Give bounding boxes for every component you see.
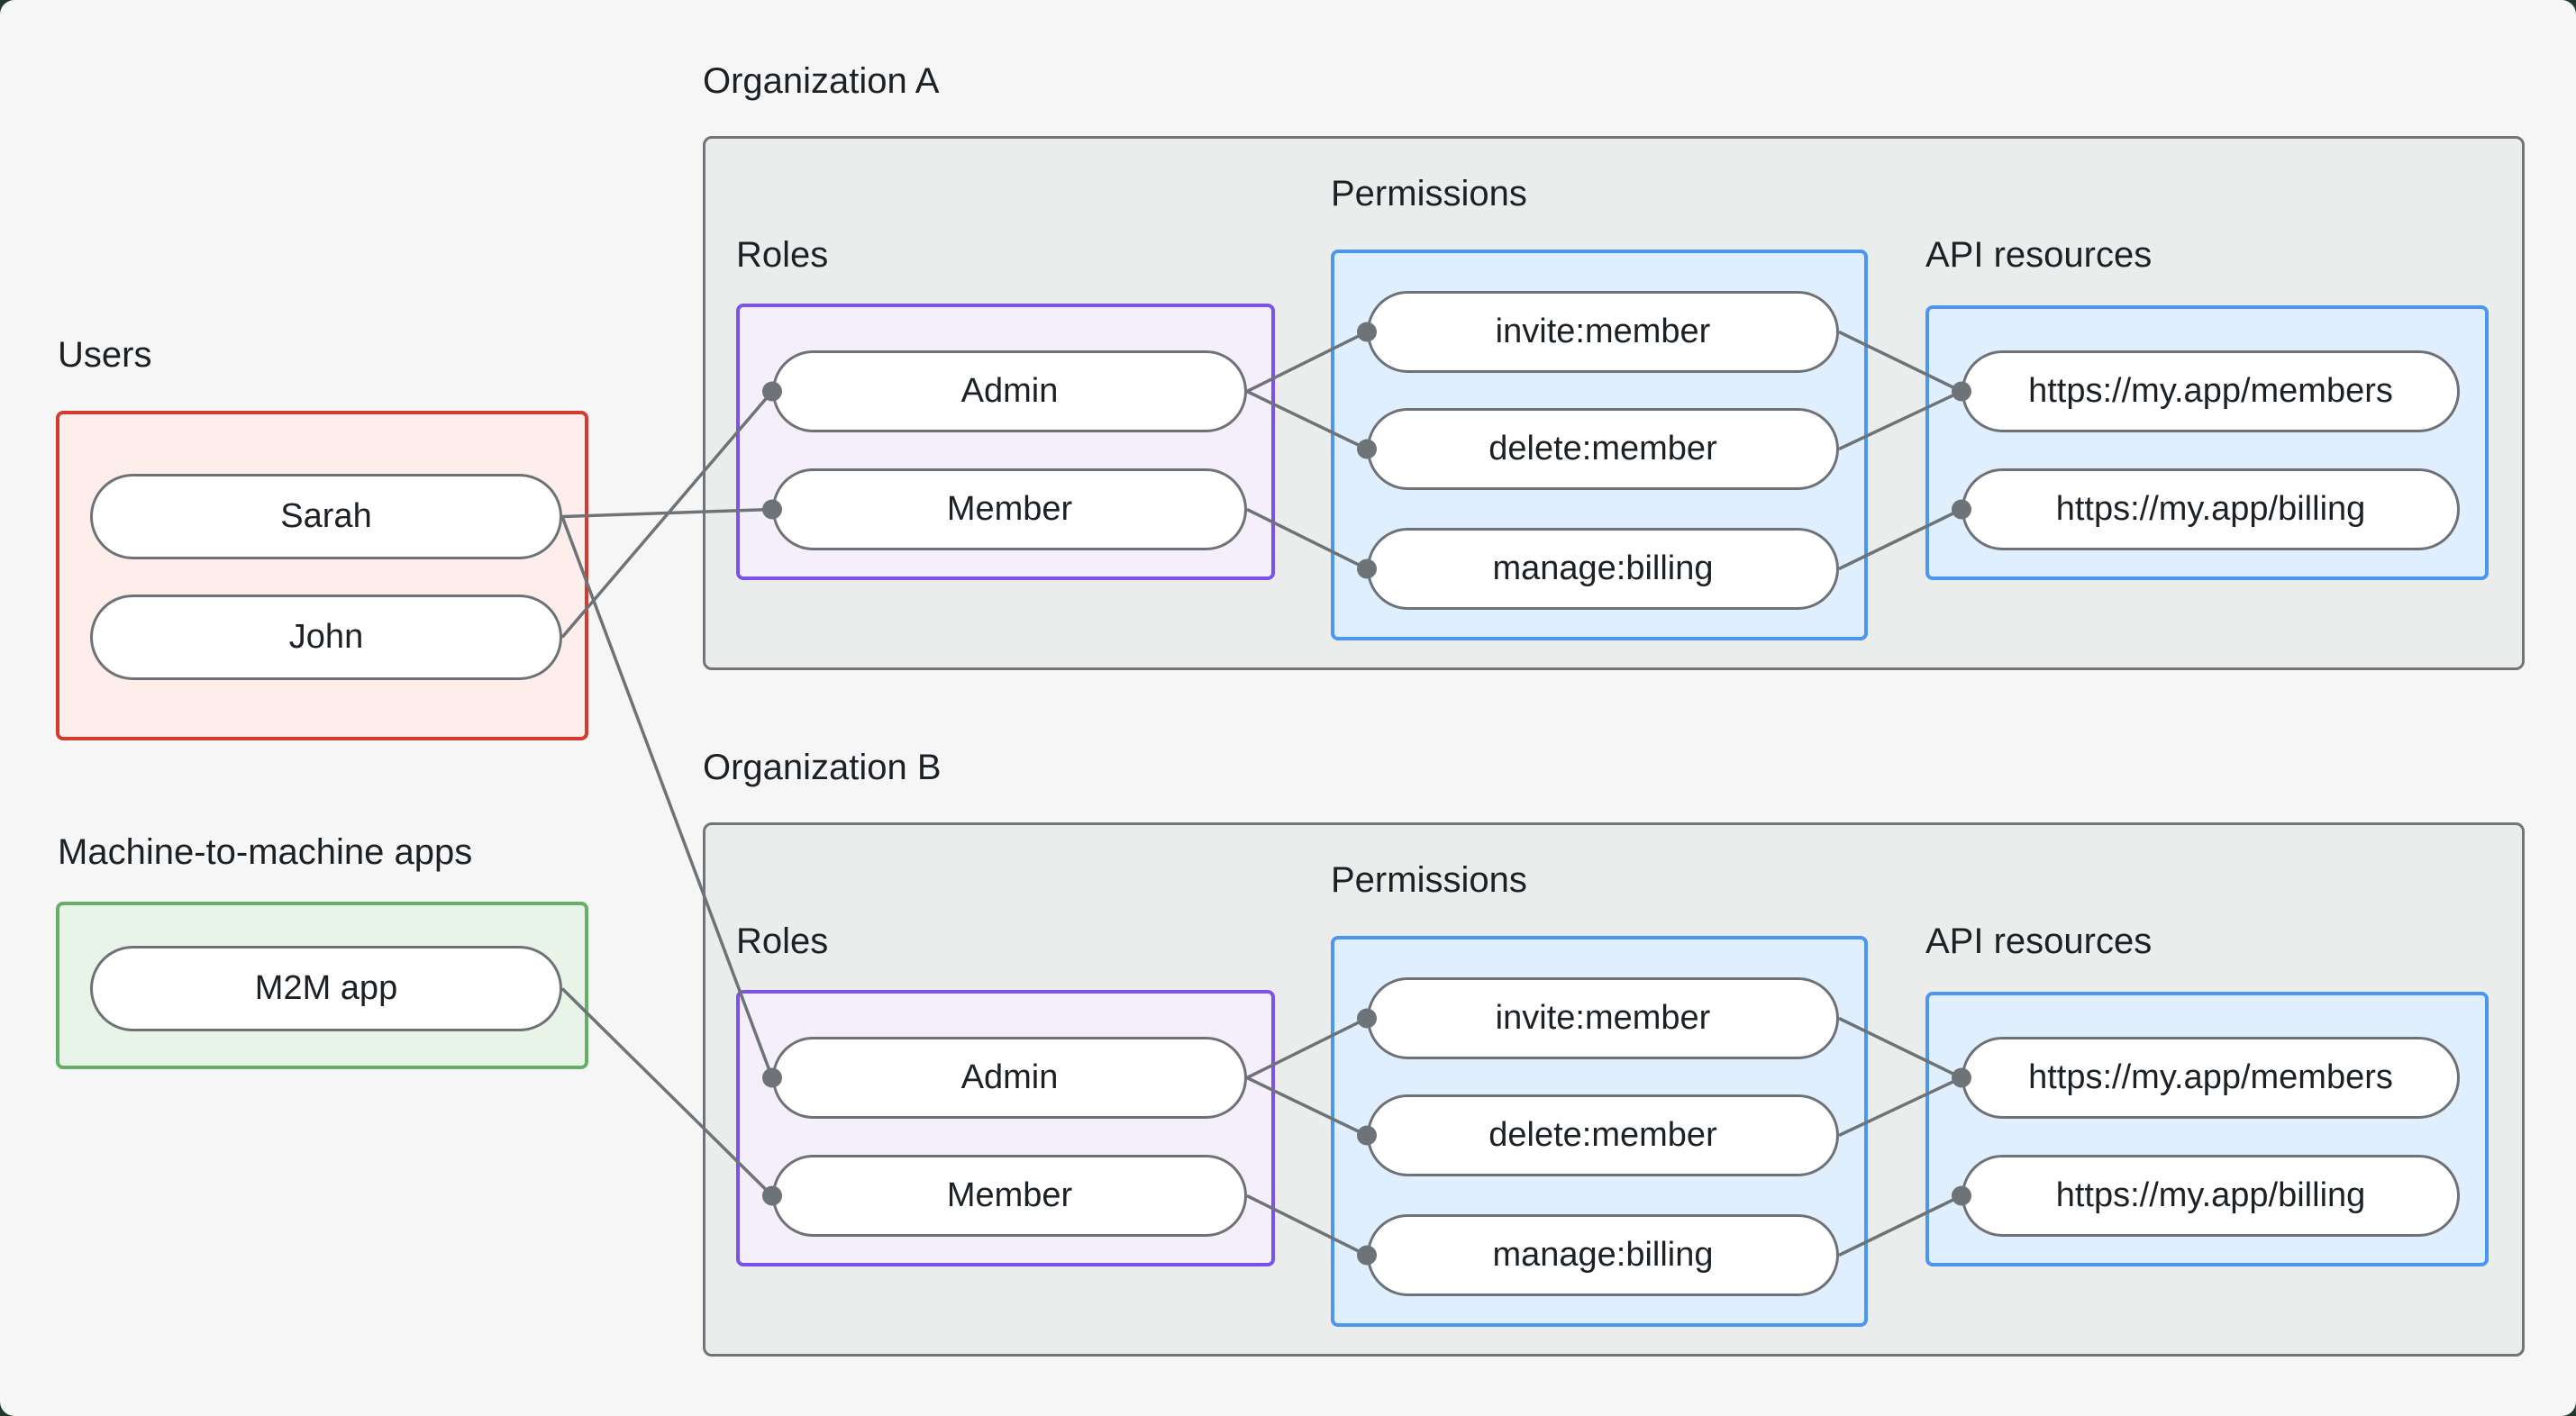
node-label: invite:member — [1495, 313, 1711, 350]
org-b-api-label: API resources — [1925, 921, 2153, 961]
node-label: Admin — [960, 372, 1059, 410]
node-m2m-app: M2M app — [90, 946, 562, 1031]
node-org-a-perm-delete-member: delete:member — [1367, 408, 1839, 490]
org-b-roles-label: Roles — [736, 921, 829, 961]
node-label: Admin — [960, 1058, 1059, 1096]
node-user-sarah: Sarah — [90, 474, 562, 559]
node-org-b-role-admin: Admin — [772, 1037, 1247, 1119]
node-label: Sarah — [280, 497, 372, 535]
org-a-api-label: API resources — [1925, 235, 2153, 275]
node-label: invite:member — [1495, 999, 1711, 1037]
users-box: Sarah John — [56, 411, 588, 740]
node-label: delete:member — [1488, 430, 1717, 467]
node-label: https://my.app/members — [2028, 1058, 2393, 1096]
org-b-api-box: https://my.app/members https://my.app/bi… — [1925, 992, 2489, 1266]
node-label: manage:billing — [1492, 1236, 1714, 1274]
node-org-b-api-members: https://my.app/members — [1962, 1037, 2460, 1119]
org-a-roles-label: Roles — [736, 235, 829, 275]
node-org-a-api-members: https://my.app/members — [1962, 350, 2460, 432]
node-label: Member — [946, 1176, 1073, 1214]
org-a-permissions-label: Permissions — [1331, 174, 1527, 213]
node-org-b-perm-manage-billing: manage:billing — [1367, 1214, 1839, 1296]
org-a-permissions-box: invite:member delete:member manage:billi… — [1331, 250, 1868, 640]
node-label: John — [288, 618, 364, 656]
node-label: https://my.app/billing — [2055, 490, 2366, 528]
node-org-b-api-billing: https://my.app/billing — [1962, 1155, 2460, 1237]
node-label: M2M app — [254, 969, 398, 1007]
org-b-permissions-label: Permissions — [1331, 860, 1527, 900]
node-label: manage:billing — [1492, 549, 1714, 587]
node-org-b-perm-invite-member: invite:member — [1367, 977, 1839, 1059]
node-label: Member — [946, 490, 1073, 528]
users-label: Users — [58, 335, 152, 375]
node-label: https://my.app/billing — [2055, 1176, 2366, 1214]
node-org-b-role-member: Member — [772, 1155, 1247, 1237]
org-b-permissions-box: invite:member delete:member manage:billi… — [1331, 936, 1868, 1327]
node-org-b-perm-delete-member: delete:member — [1367, 1094, 1839, 1176]
node-user-john: John — [90, 595, 562, 680]
node-org-a-perm-invite-member: invite:member — [1367, 291, 1839, 373]
node-org-a-api-billing: https://my.app/billing — [1962, 468, 2460, 550]
m2m-label: Machine-to-machine apps — [58, 832, 473, 872]
node-label: delete:member — [1488, 1116, 1717, 1154]
org-a-title: Organization A — [703, 61, 940, 101]
org-b-title: Organization B — [703, 748, 942, 787]
org-a-api-box: https://my.app/members https://my.app/bi… — [1925, 305, 2489, 580]
m2m-box: M2M app — [56, 902, 588, 1069]
node-org-a-role-admin: Admin — [772, 350, 1247, 432]
org-b-roles-box: Admin Member — [736, 990, 1275, 1266]
org-a-roles-box: Admin Member — [736, 304, 1275, 580]
node-label: https://my.app/members — [2028, 372, 2393, 410]
node-org-a-role-member: Member — [772, 468, 1247, 550]
node-org-a-perm-manage-billing: manage:billing — [1367, 528, 1839, 610]
